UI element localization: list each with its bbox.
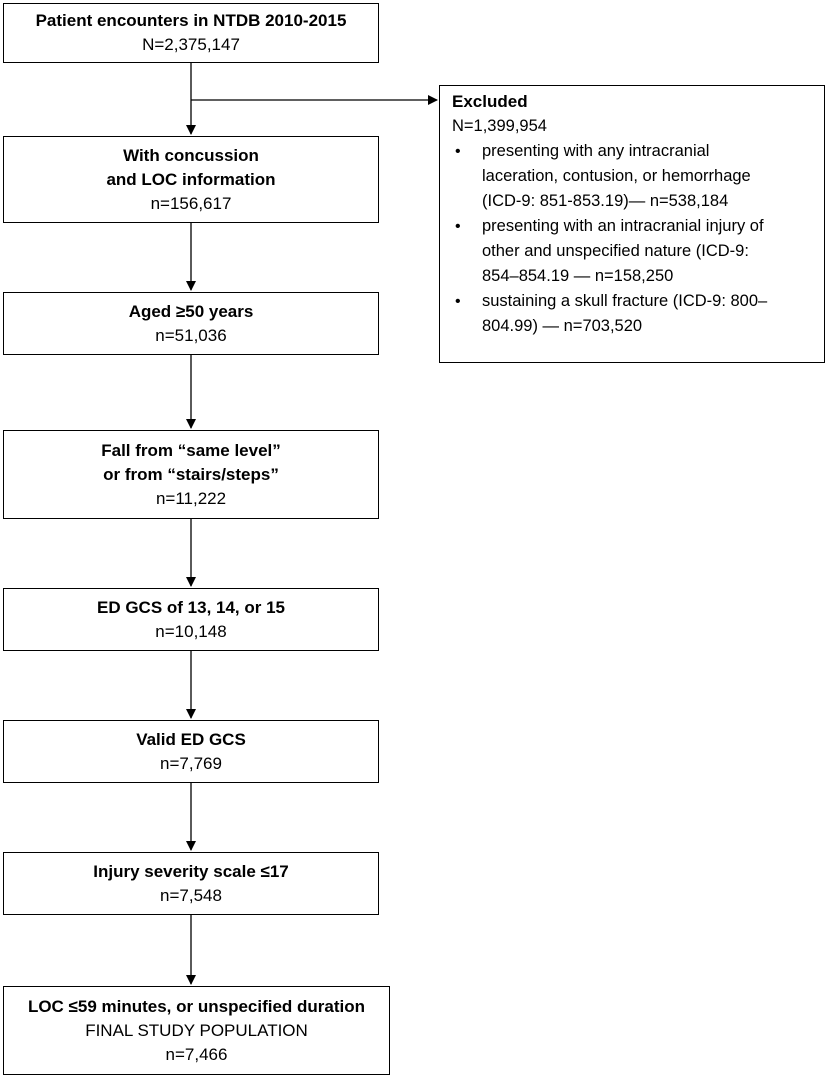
flow-box-count: n=51,036 <box>155 325 227 345</box>
flow-box-title: or from “stairs/steps” <box>103 464 279 484</box>
flow-box-count: n=7,466 <box>165 1044 228 1064</box>
flow-box-title: Patient encounters in NTDB 2010-2015 <box>35 11 347 30</box>
bullet-icon: • <box>455 218 461 235</box>
flow-box-title: With concussion <box>123 145 259 165</box>
flow-box-count: N=2,375,147 <box>142 35 240 54</box>
excluded-item-line: laceration, contusion, or hemorrhage <box>482 167 751 185</box>
flow-box-title: LOC ≤59 minutes, or unspecified duration <box>27 996 366 1016</box>
flow-box-count: n=10,148 <box>155 621 227 641</box>
flow-box-count: n=11,222 <box>155 488 227 508</box>
excluded-count: N=1,399,954 <box>452 117 547 135</box>
flow-box-title: Fall from “same level” <box>101 440 281 460</box>
excluded-list: • presenting with any intracranial lacerat… <box>452 139 816 339</box>
excluded-title: Excluded <box>452 92 528 111</box>
flow-box-3: Aged ≥50 years n=51,036 <box>3 292 379 355</box>
excluded-item-line: (ICD-9: 851-853.19)— n=538,184 <box>482 192 729 210</box>
flow-box-5: ED GCS of 13, 14, or 15 n=10,148 <box>3 588 379 651</box>
excluded-item-line: presenting with any intracranial <box>482 142 710 160</box>
flow-box-4: Fall from “same level” or from “stairs/st… <box>3 430 379 519</box>
flow-box-6: Valid ED GCS n=7,769 <box>3 720 379 783</box>
flow-box-count: n=156,617 <box>150 193 232 213</box>
flow-box-title: ED GCS of 13, 14, or 15 <box>96 597 285 617</box>
flow-box-2: With concussion and LOC information n=156,… <box>3 136 379 223</box>
flow-box-7: Injury severity scale ≤17 n=7,548 <box>3 852 379 915</box>
excluded-item: • presenting with an intracranial injury … <box>452 214 816 289</box>
excluded-item-line: 854–854.19 — n=158,250 <box>482 267 674 285</box>
flow-box-subtitle: FINAL STUDY POPULATION <box>85 1020 308 1040</box>
excluded-item-line: 804.99) — n=703,520 <box>482 317 643 335</box>
excluded-item: • sustaining a skull fracture (ICD-9: 800… <box>452 289 816 339</box>
excluded-item-line: presenting with an intracranial injury o… <box>482 217 764 235</box>
flow-box-count: n=7,548 <box>160 885 222 905</box>
excluded-item-line: sustaining a skull fracture (ICD-9: 800– <box>482 292 768 310</box>
excluded-item: • presenting with any intracranial lacerat… <box>452 139 816 214</box>
flow-box-count: n=7,769 <box>160 753 222 773</box>
flow-box-title: Injury severity scale ≤17 <box>93 861 289 881</box>
excluded-box: Excluded N=1,399,954 • presenting with an… <box>439 85 825 363</box>
excluded-item-line: other and unspecified nature (ICD-9: <box>482 242 749 260</box>
bullet-icon: • <box>455 143 461 160</box>
flow-box-title: Aged ≥50 years <box>128 301 254 321</box>
flow-box-title: and LOC information <box>106 169 276 189</box>
flow-box-8: LOC ≤59 minutes, or unspecified duration… <box>3 986 390 1075</box>
bullet-icon: • <box>455 293 461 310</box>
flow-box-title: Valid ED GCS <box>136 729 246 749</box>
